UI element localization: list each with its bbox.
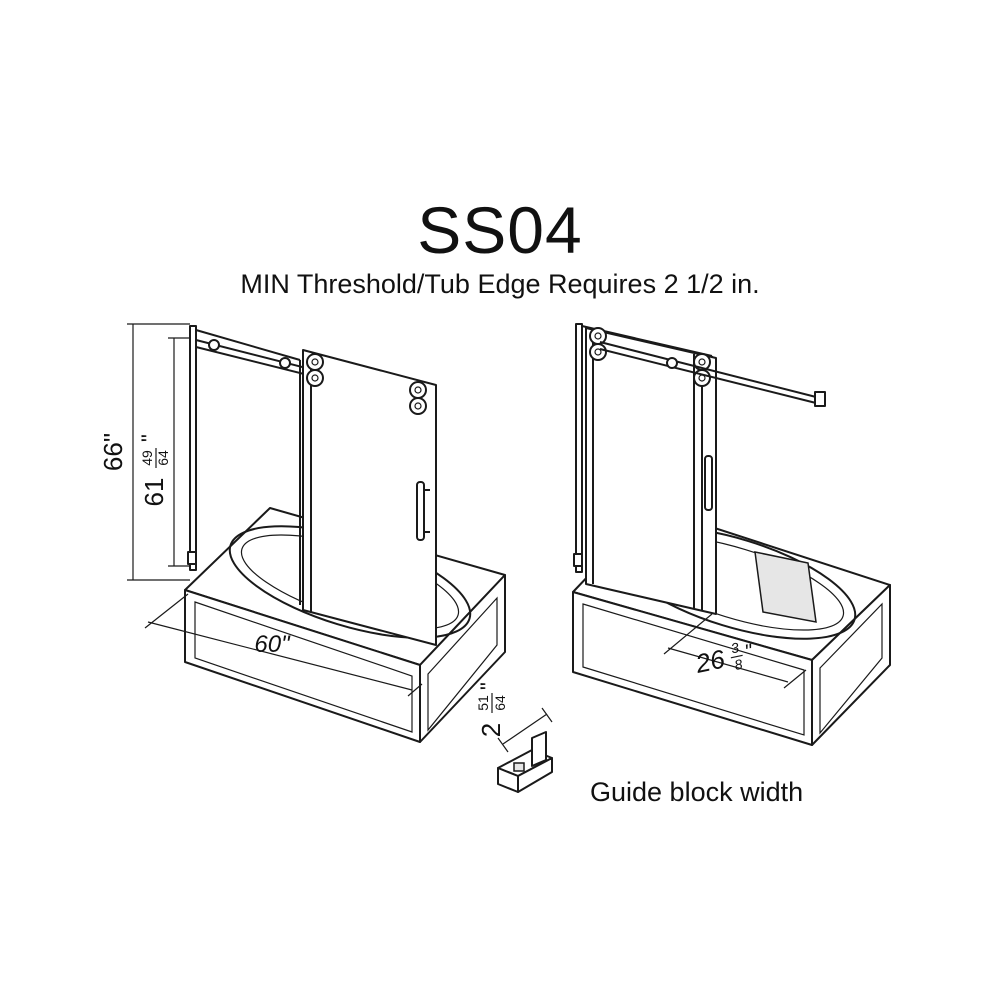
opening-numerator: 3 [729,639,740,656]
left-roller-hub-icon [414,402,422,410]
left-roller-hub-icon [414,386,422,394]
right-tub-side-panel [819,602,883,735]
length-60-label: 60" [254,631,291,658]
guide-whole: 2 [476,723,506,737]
right-wall-channel [575,323,583,573]
right-sliding-door [585,327,717,615]
opening-line [667,647,789,683]
left-fixed-panel [187,325,301,605]
left-bottom-clip [187,551,197,565]
guide-dimension-label: 2 51 64 " [475,682,508,737]
height-61-denominator: 64 [155,450,171,466]
right-roller-hub-icon [594,332,602,340]
right-tub-backrest [754,551,817,623]
guide-block-caption: Guide block width [590,777,804,807]
opening-whole: 26 [692,643,728,679]
right-roller-icon [589,343,607,361]
guide-dimension-tick [497,737,509,753]
left-tub-side-panel [427,596,498,732]
opening-ext [663,613,713,655]
opening-ext [783,669,807,689]
guide-block-detail: 2 51 64 " [475,682,553,793]
right-rail [599,341,826,407]
height-dimension-61: 61 49 64 " [137,337,190,567]
left-tub-front-panel [194,601,413,733]
right-view-open: 26 3 8 " [572,323,891,746]
right-tub-side [811,584,891,746]
left-sliding-door [302,349,437,646]
left-roller-icon [306,353,324,371]
right-door-glass [585,327,717,615]
length-60-line [147,621,413,691]
right-door-handle-icon [704,455,713,511]
guide-unit: " [476,682,501,690]
guide-dimension-line [502,713,548,745]
model-title: SS04 [417,193,583,267]
left-fixed-top [195,329,301,361]
right-rail-end-bracket [814,391,826,407]
right-rail-stop-icon [666,357,678,369]
height-61-whole: 61 [139,478,169,507]
right-tub-front-panel [582,603,805,736]
right-rail-top [599,341,821,399]
left-tub-side [419,574,506,743]
height-61-numerator: 49 [139,450,155,466]
left-rail-stop-icon [279,357,291,369]
opening-denominator: 8 [733,656,744,673]
left-rail-stop-icon [208,339,220,351]
height-66-label: 66" [98,433,128,471]
threshold-requirement: MIN Threshold/Tub Edge Requires 2 1/2 in… [240,269,760,299]
height-61-label: 61 49 64 " [137,434,171,506]
right-roller-hub-icon [698,358,706,366]
right-rail-bottom [599,348,821,405]
length-60-ext [144,593,189,629]
left-roller-icon [306,369,324,387]
guide-block-slot [513,762,525,772]
guide-block-upright [531,731,547,767]
length-60-ext [407,683,423,697]
opening-fraction-bar [730,654,743,659]
right-roller-hub-icon [594,348,602,356]
left-door-handle-icon [416,481,425,541]
height-dimension-66: 66" [98,323,190,581]
guide-denominator: 64 [492,695,508,711]
left-roller-icon [409,381,427,399]
opening-dimension: 26 3 8 " [663,613,807,689]
left-roller-hub-icon [311,374,319,382]
opening-label: 26 3 8 " [692,639,755,679]
guide-numerator: 51 [475,695,491,711]
right-roller-icon [589,327,607,345]
left-roller-icon [409,397,427,415]
guide-block-side [517,757,553,793]
left-view-closed: 66" 61 49 64 " 60" [98,323,506,743]
left-door-top [302,349,437,386]
height-61-unit: " [137,434,162,442]
left-wall-channel [189,325,197,571]
right-bottom-clip [573,553,583,567]
left-roller-hub-icon [311,358,319,366]
length-dimension-60: 60" [144,593,423,697]
guide-dimension-tick [541,707,553,723]
